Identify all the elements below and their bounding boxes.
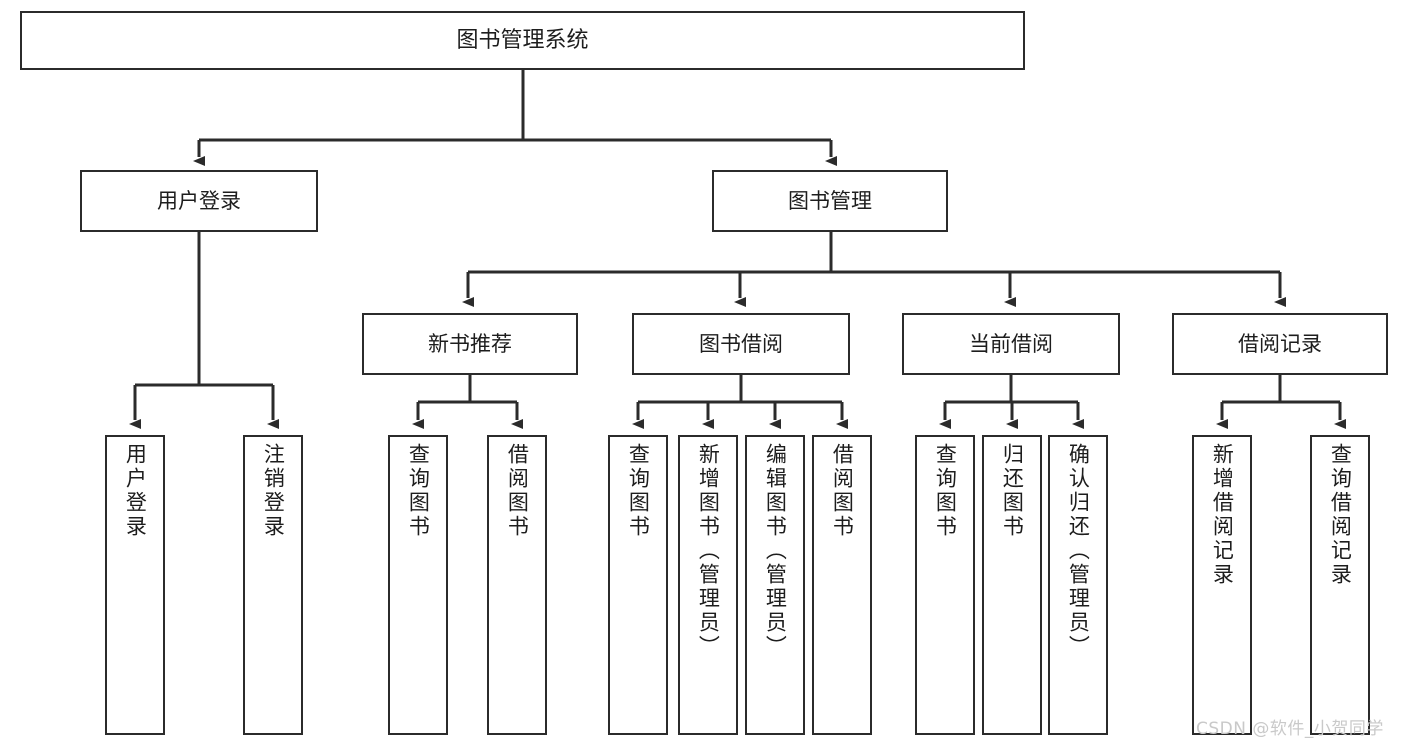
node-leaf-logout-label: 注销登录 — [261, 443, 286, 539]
node-leaf-borrow-book-newbook[interactable]: 借阅图书 — [487, 435, 547, 735]
node-leaf-query-borrow-record-label: 查询借阅记录 — [1328, 443, 1353, 587]
node-leaf-query-book-borrow[interactable]: 查询图书 — [608, 435, 668, 735]
node-leaf-borrow-book-newbook-label: 借阅图书 — [505, 443, 530, 539]
node-book-borrow[interactable]: 图书借阅 — [632, 313, 850, 375]
node-leaf-query-book-current[interactable]: 查询图书 — [915, 435, 975, 735]
node-book-management-label: 图书管理 — [788, 188, 872, 213]
node-leaf-query-book-newbook-label: 查询图书 — [406, 443, 431, 539]
node-leaf-confirm-return-admin[interactable]: 确认归还（管理员） — [1048, 435, 1108, 735]
node-leaf-query-borrow-record[interactable]: 查询借阅记录 — [1310, 435, 1370, 735]
node-user-login[interactable]: 用户登录 — [80, 170, 318, 232]
node-leaf-add-book-admin[interactable]: 新增图书（管理员） — [678, 435, 738, 735]
node-borrow-record[interactable]: 借阅记录 — [1172, 313, 1388, 375]
node-leaf-query-book-borrow-label: 查询图书 — [626, 443, 651, 539]
node-root[interactable]: 图书管理系统 — [20, 11, 1025, 70]
node-leaf-user-login-label: 用户登录 — [123, 443, 148, 539]
node-current-borrow[interactable]: 当前借阅 — [902, 313, 1120, 375]
csdn-watermark: CSDN @软件_小贺同学 — [1196, 719, 1384, 739]
node-leaf-add-borrow-record-label: 新增借阅记录 — [1210, 443, 1235, 587]
node-leaf-query-book-current-label: 查询图书 — [933, 443, 958, 539]
node-leaf-return-book-label: 归还图书 — [1000, 443, 1025, 539]
node-leaf-borrow-book-borrow[interactable]: 借阅图书 — [812, 435, 872, 735]
node-current-borrow-label: 当前借阅 — [969, 331, 1053, 356]
node-leaf-confirm-return-admin-label: 确认归还（管理员） — [1066, 443, 1091, 659]
node-leaf-add-borrow-record[interactable]: 新增借阅记录 — [1192, 435, 1252, 735]
node-leaf-edit-book-admin-label: 编辑图书（管理员） — [763, 443, 788, 659]
node-new-book-recommend-label: 新书推荐 — [428, 331, 512, 356]
node-root-label: 图书管理系统 — [456, 27, 589, 53]
node-book-borrow-label: 图书借阅 — [699, 331, 783, 356]
node-new-book-recommend[interactable]: 新书推荐 — [362, 313, 578, 375]
node-borrow-record-label: 借阅记录 — [1238, 331, 1322, 356]
node-leaf-borrow-book-borrow-label: 借阅图书 — [830, 443, 855, 539]
node-book-management[interactable]: 图书管理 — [712, 170, 948, 232]
node-leaf-return-book[interactable]: 归还图书 — [982, 435, 1042, 735]
node-leaf-logout[interactable]: 注销登录 — [243, 435, 303, 735]
node-leaf-query-book-newbook[interactable]: 查询图书 — [388, 435, 448, 735]
node-leaf-add-book-admin-label: 新增图书（管理员） — [696, 443, 721, 659]
node-user-login-label: 用户登录 — [157, 188, 241, 213]
node-leaf-user-login[interactable]: 用户登录 — [105, 435, 165, 735]
node-leaf-edit-book-admin[interactable]: 编辑图书（管理员） — [745, 435, 805, 735]
